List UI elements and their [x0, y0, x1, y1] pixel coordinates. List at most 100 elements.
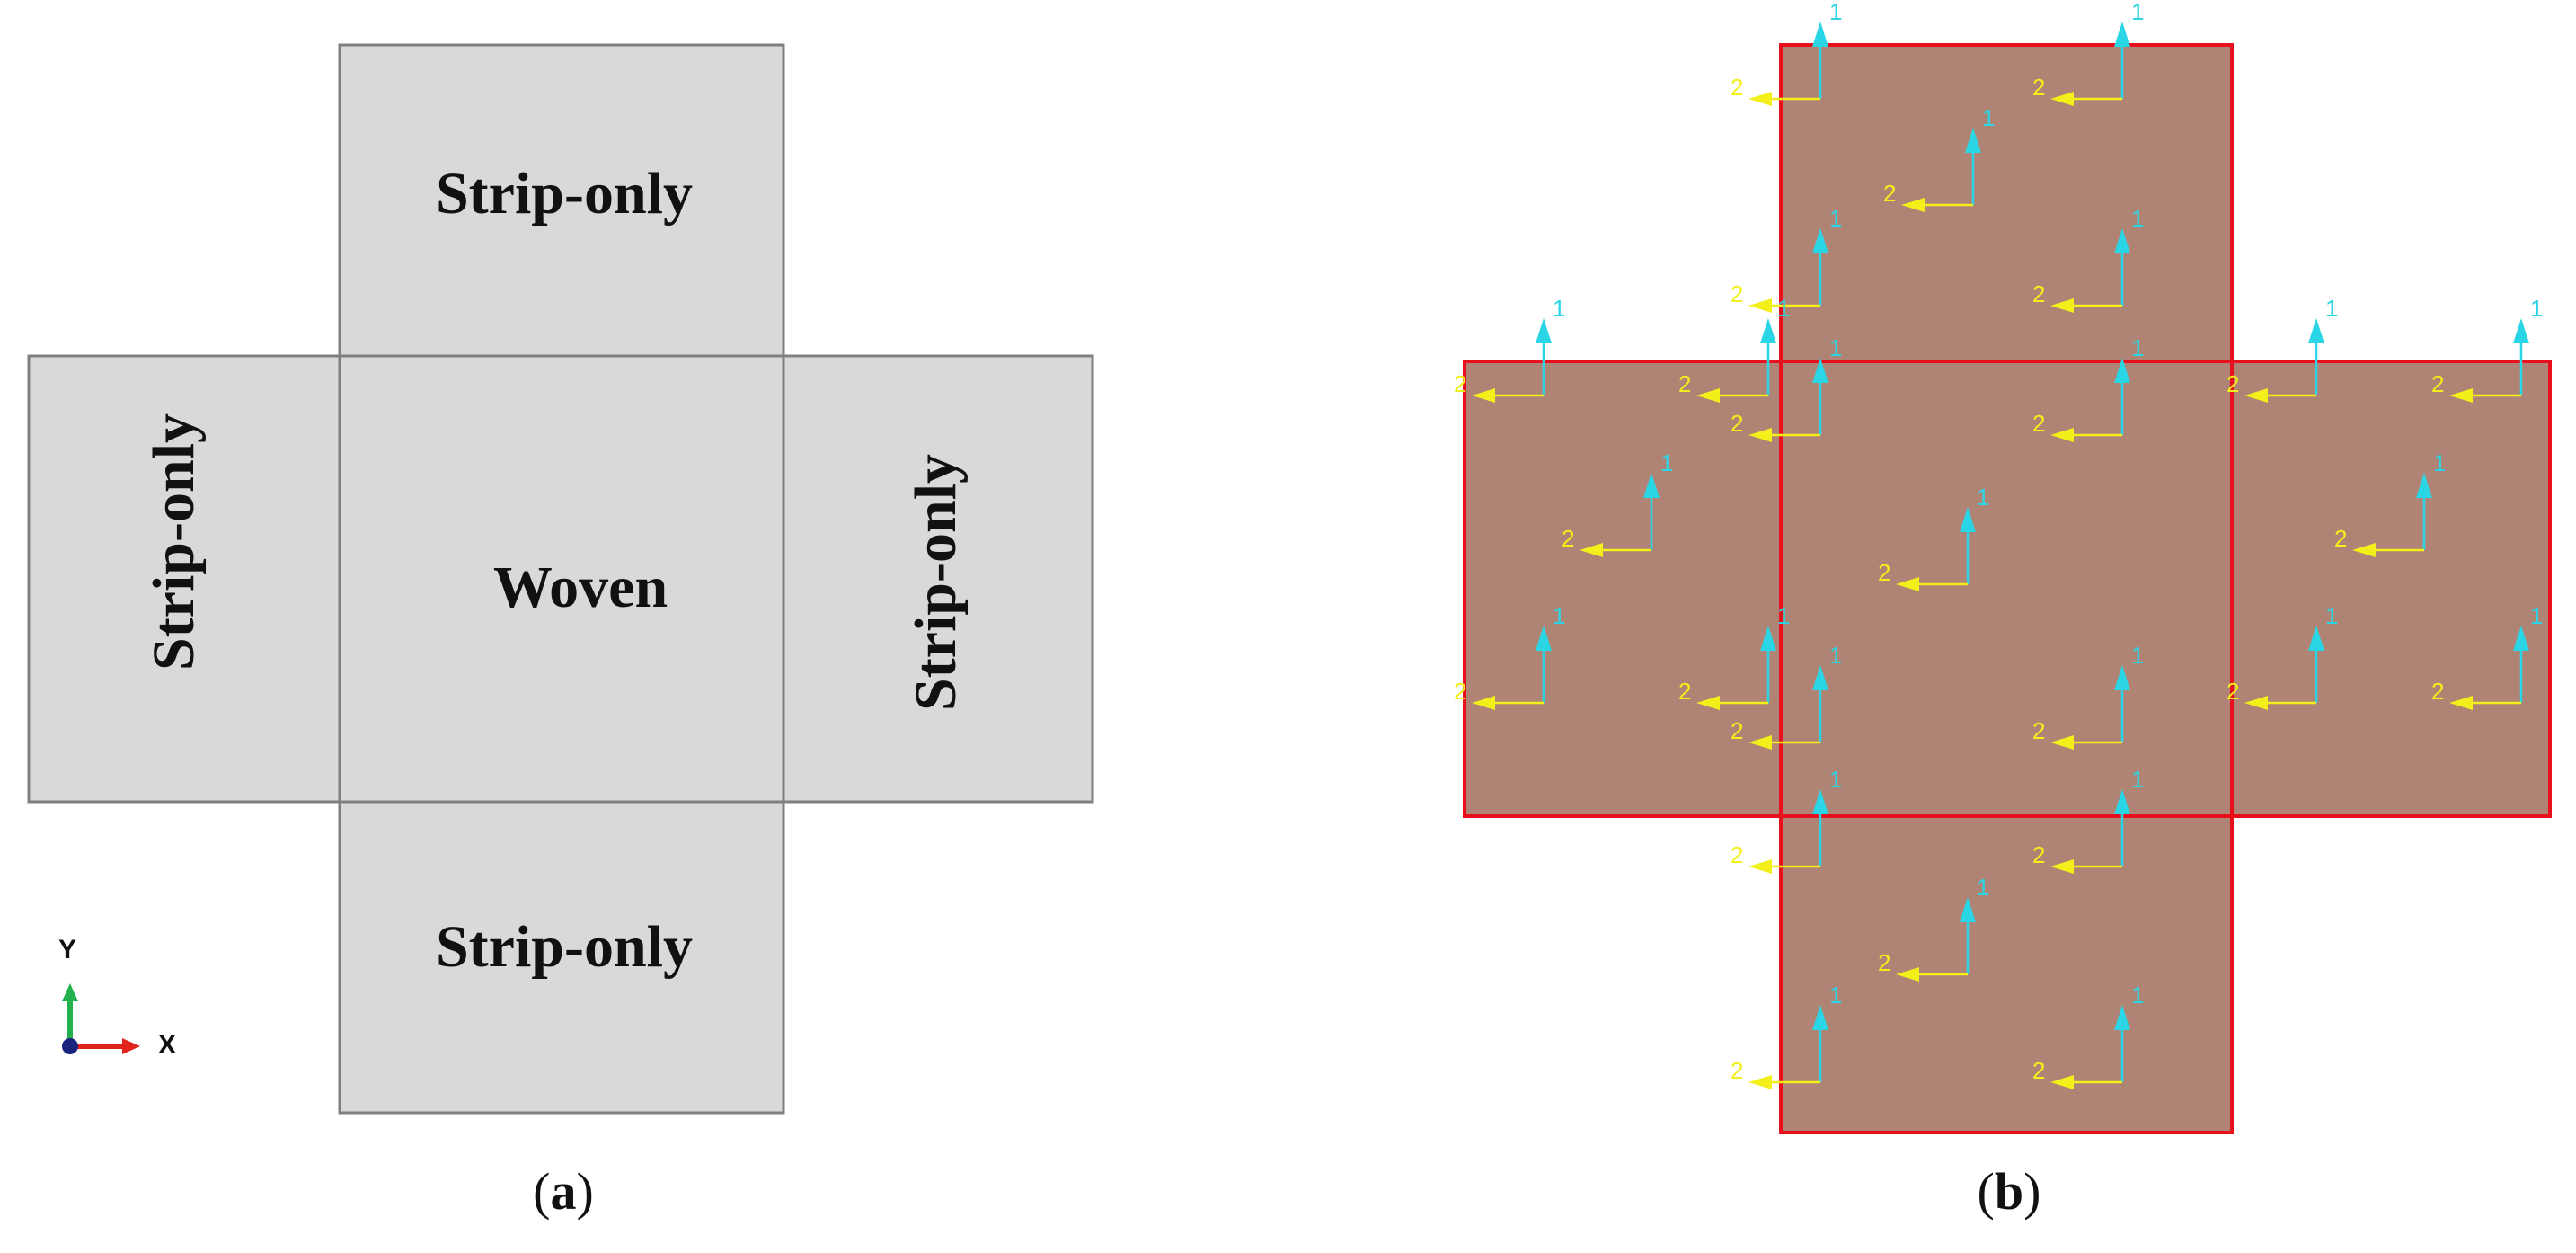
orientation-triad: 12	[1878, 484, 1989, 591]
region-bottom	[338, 800, 785, 1115]
direction-2-arrowhead	[2244, 696, 2268, 710]
direction-1-arrowhead	[1536, 318, 1552, 343]
direction-1-arrowhead	[2114, 358, 2130, 383]
direction-1-arrowhead	[1760, 318, 1776, 343]
direction-1-label: 1	[1553, 602, 1565, 629]
orientation-triad: 12	[2226, 602, 2338, 710]
direction-2-label: 2	[1731, 1057, 1743, 1084]
orientation-triad: 12	[2226, 295, 2338, 403]
orientation-triad: 12	[2032, 642, 2144, 750]
direction-1-label: 1	[1553, 295, 1565, 322]
direction-2-label: 2	[1678, 370, 1691, 397]
element-center	[1779, 360, 2234, 818]
element-right	[2230, 360, 2552, 818]
direction-2-label: 2	[1731, 280, 1743, 307]
direction-2-arrowhead	[2352, 543, 2376, 557]
direction-2-arrowhead	[2050, 92, 2074, 106]
region-left-label: Strip-only	[141, 413, 207, 671]
direction-1-arrowhead	[1760, 626, 1776, 651]
orientation-triad: 12	[2334, 449, 2446, 557]
axis-y-arrowhead	[62, 983, 78, 1001]
direction-2-label: 2	[2032, 410, 2045, 437]
direction-1-arrowhead	[2513, 318, 2529, 343]
direction-1-arrowhead	[2114, 22, 2130, 47]
direction-1-label: 1	[2325, 602, 2338, 629]
orientation-triad: 12	[1731, 205, 1842, 313]
direction-2-arrowhead	[2449, 388, 2473, 403]
direction-2-label: 2	[1678, 678, 1691, 705]
direction-1-label: 1	[1829, 0, 1842, 25]
direction-1-arrowhead	[2114, 665, 2130, 690]
direction-2-label: 2	[1731, 841, 1743, 868]
direction-2-arrowhead	[2244, 388, 2268, 403]
direction-2-arrowhead	[2050, 735, 2074, 750]
direction-2-label: 2	[1883, 180, 1896, 207]
region-center	[338, 354, 785, 804]
direction-2-arrowhead	[2050, 859, 2074, 874]
direction-1-label: 1	[1777, 602, 1790, 629]
direction-2-arrowhead	[1748, 1075, 1772, 1089]
orientation-triad: 12	[1731, 982, 1842, 1089]
direction-1-arrowhead	[2308, 626, 2324, 651]
element-top	[1779, 43, 2234, 363]
direction-1-label: 1	[1977, 484, 1989, 511]
direction-2-arrowhead	[1748, 859, 1772, 874]
orientation-triad: 12	[1454, 602, 1565, 710]
direction-2-arrowhead	[1580, 543, 1603, 557]
direction-2-arrowhead	[1748, 735, 1772, 750]
region-right-label: Strip-only	[903, 454, 969, 711]
orientation-triads: 1212121212121212121212121212121212121212…	[1454, 0, 2543, 1089]
direction-2-label: 2	[2032, 717, 2045, 744]
orientation-triad: 12	[2431, 602, 2543, 710]
direction-2-label: 2	[1878, 949, 1890, 976]
axis-x-arrowhead	[122, 1038, 140, 1054]
direction-1-arrowhead	[1643, 473, 1660, 498]
direction-2-arrowhead	[2050, 298, 2074, 313]
direction-1-label: 1	[1829, 982, 1842, 1009]
direction-1-label: 1	[2131, 0, 2144, 25]
axis-origin	[62, 1038, 78, 1054]
direction-1-label: 1	[2131, 982, 2144, 1009]
direction-2-label: 2	[2334, 525, 2347, 552]
direction-1-arrowhead	[1812, 1005, 1828, 1030]
region-left	[27, 354, 341, 804]
direction-2-arrowhead	[1472, 696, 1495, 710]
region-bottom-label: Strip-only	[436, 914, 693, 980]
direction-1-arrowhead	[1812, 228, 1828, 253]
axis-y-label: Y	[58, 935, 76, 964]
direction-1-arrowhead	[1812, 22, 1828, 47]
direction-2-label: 2	[1731, 74, 1743, 101]
element-bottom	[1779, 814, 2234, 1134]
direction-2-arrowhead	[1748, 92, 1772, 106]
direction-2-label: 2	[2032, 1057, 2045, 1084]
direction-1-label: 1	[1977, 874, 1989, 901]
orientation-triad: 12	[2032, 766, 2144, 874]
axis-triad: Y X	[58, 935, 176, 1060]
direction-1-label: 1	[1829, 766, 1842, 793]
orientation-triad: 12	[1454, 295, 1565, 403]
region-top-label: Strip-only	[436, 161, 693, 227]
direction-2-arrowhead	[1748, 298, 1772, 313]
direction-2-label: 2	[1731, 717, 1743, 744]
direction-1-arrowhead	[2114, 789, 2130, 814]
caption-a: (a)	[533, 1162, 594, 1221]
direction-2-arrowhead	[1896, 577, 1919, 591]
direction-1-arrowhead	[1812, 665, 1828, 690]
orientation-triad: 12	[1883, 104, 1995, 212]
direction-2-label: 2	[1454, 678, 1466, 705]
orientation-triad: 12	[1678, 602, 1790, 710]
direction-1-label: 1	[2131, 334, 2144, 361]
direction-1-label: 1	[1777, 295, 1790, 322]
orientation-triad: 12	[1878, 874, 1989, 982]
orientation-triad: 12	[2032, 0, 2144, 106]
direction-1-label: 1	[2530, 602, 2543, 629]
orientation-triad: 12	[1731, 642, 1842, 750]
direction-1-arrowhead	[1960, 897, 1976, 922]
element-left	[1463, 360, 1783, 818]
direction-2-label: 2	[2431, 678, 2444, 705]
direction-1-arrowhead	[2308, 318, 2324, 343]
direction-1-label: 1	[2530, 295, 2543, 322]
direction-1-label: 1	[2131, 766, 2144, 793]
direction-2-arrowhead	[2449, 696, 2473, 710]
